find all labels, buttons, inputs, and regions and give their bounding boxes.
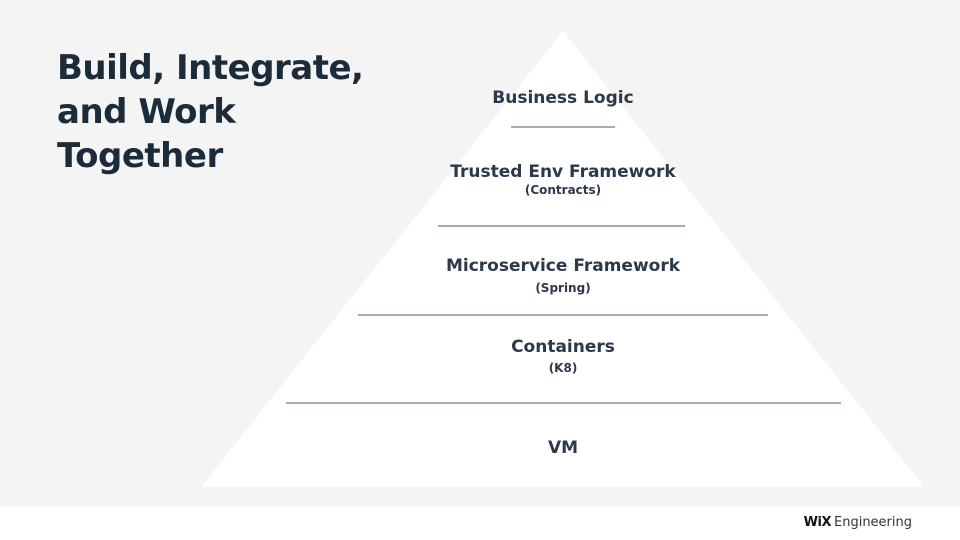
- logo-brand: WiX: [803, 515, 832, 530]
- title-line-2: and Work: [57, 92, 236, 132]
- layer-pyramid: Business Logic Trusted Env Framework (Co…: [201, 31, 924, 487]
- layer-containers: Containers: [511, 337, 615, 357]
- layer-microservice: Microservice Framework: [446, 256, 681, 276]
- layer-business-logic: Business Logic: [492, 88, 633, 108]
- layer-vm: VM: [548, 438, 578, 458]
- layer-trusted-env: Trusted Env Framework: [450, 162, 676, 182]
- title-line-1: Build, Integrate,: [57, 48, 364, 88]
- layer-containers-sub: (K8): [549, 361, 578, 375]
- layer-microservice-sub: (Spring): [535, 281, 590, 295]
- pyramid-shape: [201, 31, 924, 487]
- slide-title: Build, Integrate, and Work Together: [57, 46, 387, 178]
- title-line-3: Together: [57, 136, 223, 176]
- footer-bar: [0, 507, 960, 540]
- layer-trusted-env-sub: (Contracts): [525, 183, 601, 197]
- logo-text: Engineering: [834, 515, 912, 530]
